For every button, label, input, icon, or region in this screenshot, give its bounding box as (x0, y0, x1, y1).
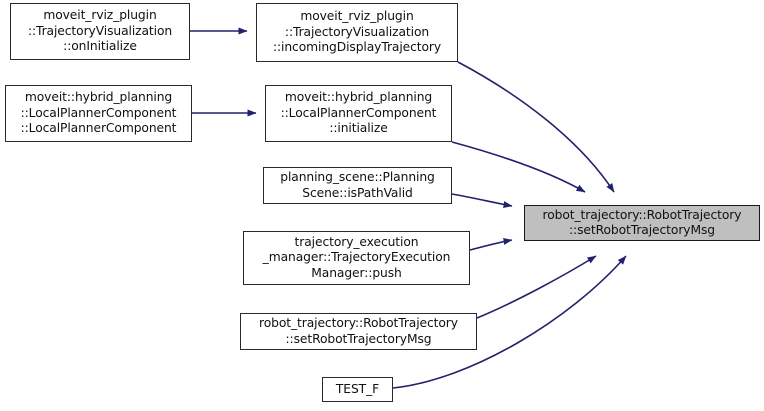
node-local-planner-component-ctor[interactable]: moveit::hybrid_planning ::LocalPlannerCo… (5, 85, 192, 142)
node-label: moveit::hybrid_planning ::LocalPlannerCo… (20, 90, 177, 136)
node-label: moveit_rviz_plugin ::TrajectoryVisualiza… (272, 9, 442, 55)
edge-isPathValid-to-setRobotTrajectoryMsg (451, 193, 513, 208)
node-label: robot_trajectory::RobotTrajectory ::setR… (542, 207, 742, 238)
node-robot-trajectory-set-robot-trajectory-msg-caller[interactable]: robot_trajectory::RobotTrajectory ::setR… (240, 313, 477, 350)
node-label: moveit_rviz_plugin ::TrajectoryVisualiza… (27, 8, 173, 54)
node-label: moveit::hybrid_planning ::LocalPlannerCo… (280, 90, 437, 136)
node-label: trajectory_execution _manager::Trajector… (262, 234, 451, 280)
edge-TrajectoryExecutionManagerPush-to-setRobotTrajectoryMsg (469, 237, 513, 251)
node-local-planner-component-initialize[interactable]: moveit::hybrid_planning ::LocalPlannerCo… (265, 85, 452, 142)
node-label: TEST_F (335, 381, 380, 396)
node-moveit-rviz-plugin-onInitialize[interactable]: moveit_rviz_plugin ::TrajectoryVisualiza… (10, 3, 190, 60)
node-incoming-display-trajectory[interactable]: moveit_rviz_plugin ::TrajectoryVisualiza… (256, 3, 458, 62)
edge-incomingDisplayTrajectory-to-setRobotTrajectoryMsg (457, 61, 615, 193)
edge-initialize-to-setRobotTrajectoryMsg (451, 141, 586, 193)
node-label: planning_scene::Planning Scene::isPathVa… (280, 170, 435, 200)
node-label: robot_trajectory::RobotTrajectory ::setR… (259, 316, 458, 346)
node-planning-scene-is-path-valid[interactable]: planning_scene::Planning Scene::isPathVa… (263, 167, 452, 204)
node-test-f[interactable]: TEST_F (322, 377, 393, 402)
node-trajectory-execution-manager-push[interactable]: trajectory_execution _manager::Trajector… (243, 231, 470, 285)
node-robot-trajectory-set-robot-trajectory-msg-current[interactable]: robot_trajectory::RobotTrajectory ::setR… (524, 205, 760, 241)
edge-setRobotTrajectoryMsg-to-setRobotTrajectoryMsg (476, 255, 597, 319)
